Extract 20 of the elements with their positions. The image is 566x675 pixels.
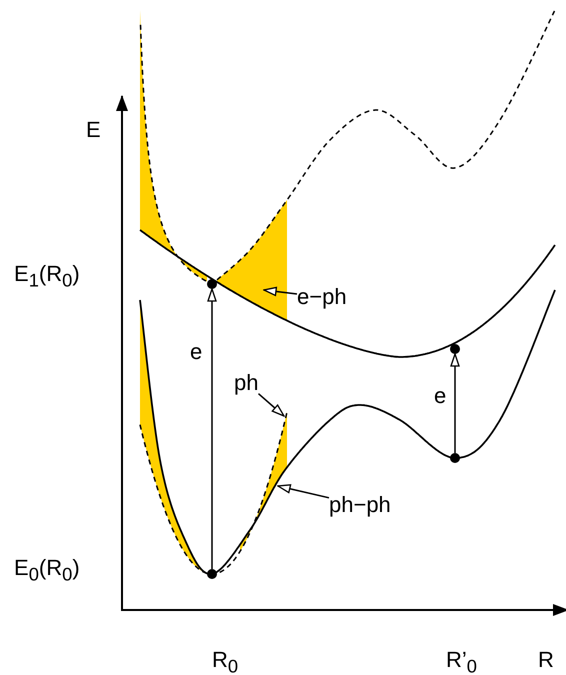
callout-label: e−ph bbox=[297, 285, 347, 309]
dot bbox=[207, 569, 217, 579]
edge-label: e bbox=[434, 384, 446, 408]
dot bbox=[450, 453, 460, 463]
leader-line bbox=[258, 393, 285, 417]
axis-label: R bbox=[538, 648, 554, 672]
arrow bbox=[450, 353, 460, 453]
leader-line bbox=[277, 484, 330, 499]
tick-label: E$_{0}$(R$_{0}$) bbox=[14, 556, 80, 586]
callout-label: ph bbox=[234, 371, 258, 395]
dot bbox=[450, 344, 460, 354]
arrow bbox=[207, 288, 217, 569]
callout-label: ph−ph bbox=[329, 493, 391, 517]
tick-label: R’$_{0}$ bbox=[446, 648, 477, 675]
dot bbox=[207, 279, 217, 289]
axis-label: E bbox=[86, 118, 101, 142]
tick-label: R$_{0}$ bbox=[212, 648, 238, 675]
edge-label: e bbox=[190, 340, 202, 364]
shaded-area bbox=[217, 200, 287, 321]
tick-label: E$_{1}$(R$_{0}$) bbox=[14, 262, 80, 292]
